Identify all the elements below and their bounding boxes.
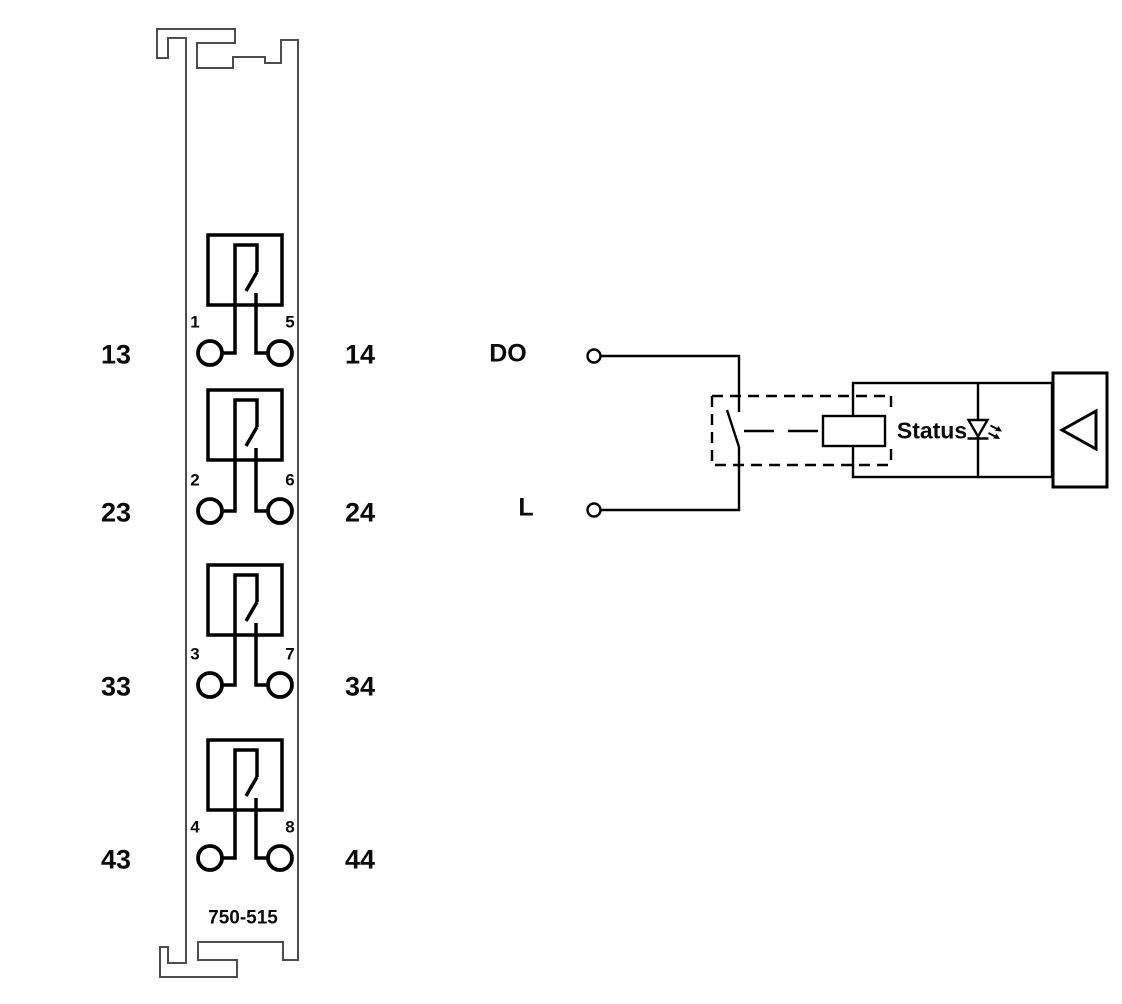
contact-label-right-4: 44	[344, 844, 376, 875]
contact-label-right-3: 34	[344, 671, 376, 702]
relay-lead-left	[222, 573, 259, 687]
relay-box	[206, 738, 284, 812]
output-driver	[1051, 371, 1109, 489]
terminal-number-5: 5	[285, 312, 295, 332]
relay-box	[206, 233, 284, 307]
l-wire	[600, 447, 741, 512]
relay-lead-right	[254, 798, 268, 860]
relay-contact-icon	[196, 563, 294, 699]
relay-contact-icon	[196, 388, 294, 525]
terminal-number-7: 7	[285, 644, 295, 664]
terminal-number-3: 3	[190, 644, 200, 664]
relay-contact-icon	[196, 233, 294, 367]
terminal-circle-icon	[196, 339, 224, 367]
led-emission-arrowhead	[993, 433, 1000, 439]
relay-blade	[244, 271, 259, 292]
relay-box	[206, 563, 284, 637]
contact-label-left-4: 43	[100, 844, 132, 875]
relay-blade	[244, 426, 259, 447]
do-wire	[600, 354, 741, 412]
terminal-number-1: 1	[190, 312, 200, 332]
contact-label-left-3: 33	[100, 671, 132, 702]
relay-lead-right	[254, 448, 268, 513]
relay-lead-left	[222, 398, 259, 513]
terminal-number-6: 6	[285, 470, 295, 490]
terminal-circle-icon	[266, 497, 294, 525]
do-label: DO	[489, 339, 527, 368]
led-icon	[966, 418, 1002, 440]
status-label: Status	[896, 417, 968, 444]
terminal-circle-icon	[266, 671, 294, 699]
do-terminal-circle	[586, 348, 602, 364]
contact-label-right-1: 14	[344, 339, 376, 370]
terminal-number-2: 2	[190, 470, 200, 490]
relay-lead-right	[254, 293, 268, 355]
l-terminal-circle	[586, 502, 602, 518]
terminal-circle-icon	[196, 844, 224, 872]
relay-blade	[244, 776, 259, 797]
relay-box	[206, 388, 284, 462]
switch-blade	[725, 409, 741, 448]
module-outline	[156, 28, 299, 978]
contact-label-left-1: 13	[100, 339, 132, 370]
terminal-circle-icon	[266, 844, 294, 872]
relay-blade	[244, 601, 259, 622]
left-triangle-icon	[1058, 408, 1098, 452]
contact-label-left-2: 23	[100, 497, 132, 528]
relay-lead-right	[254, 623, 268, 687]
relay-lead-left	[222, 748, 259, 860]
led-triangle	[966, 418, 990, 439]
relay-coil-icon	[821, 414, 887, 448]
relay-lead-left	[222, 243, 259, 355]
relay-contact-icon	[196, 738, 294, 872]
led-emission-arrowhead	[995, 426, 1002, 432]
terminal-circle-icon	[196, 497, 224, 525]
l-label: L	[518, 493, 534, 522]
part-number-label: 750-515	[208, 907, 278, 929]
terminal-number-4: 4	[190, 817, 200, 837]
terminal-circle-icon	[196, 671, 224, 699]
terminal-number-8: 8	[285, 817, 295, 837]
contact-label-right-2: 24	[344, 497, 376, 528]
terminal-circle-icon	[266, 339, 294, 367]
